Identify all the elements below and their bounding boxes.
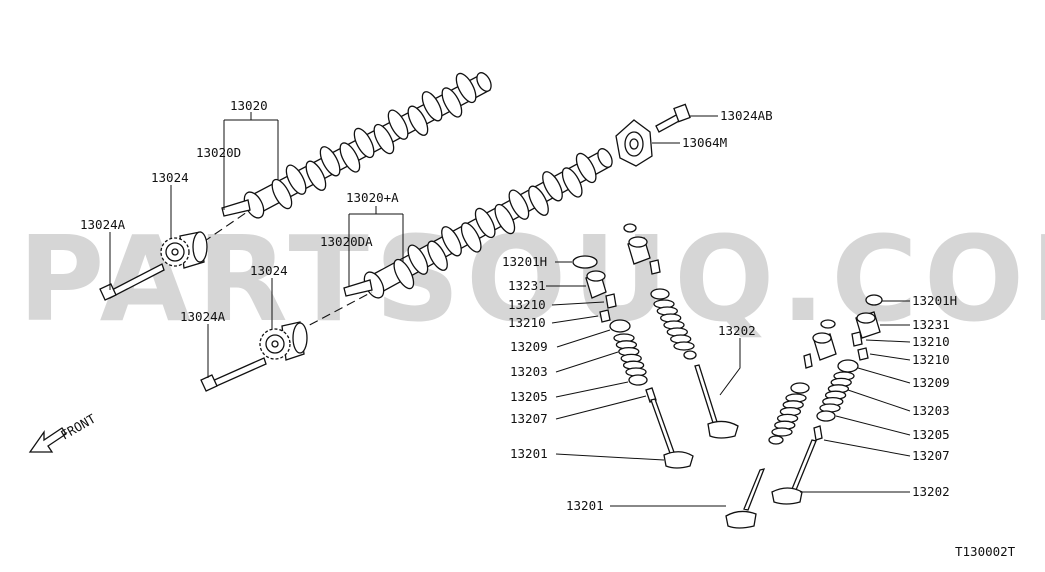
label-13020a: 13020+A [346,190,399,205]
valve-stack-right[interactable] [725,294,883,529]
label-13024a-top: 13024A [80,217,126,232]
label-13201-middle: 13201 [566,498,604,513]
label-13203-left: 13203 [510,364,548,379]
valve-stack-left[interactable] [572,255,694,469]
cam-lobe [407,105,429,136]
cam-lobe [474,207,496,239]
label-13203-right: 13203 [912,403,950,418]
front-label: FRONT [58,411,98,443]
cam-lobe [441,226,462,257]
cam-lobe [494,203,516,235]
label-13205-right: 13205 [912,427,950,442]
label-13210a-right: 13210 [912,334,950,349]
cam-lobe [353,127,375,159]
label-13205-left: 13205 [510,389,548,404]
label-13201h-right: 13201H [912,293,957,308]
cam-lobe [528,185,549,216]
spring-coil [771,427,793,437]
cam-lobe [561,167,583,198]
label-13020d: 13020D [196,145,241,160]
valve-stack-middle[interactable] [623,223,739,439]
cam-lobe [271,178,293,210]
cam-lobe [421,91,443,122]
cam-lobe [575,152,597,184]
label-13207-left: 13207 [510,411,548,426]
label-13202-right: 13202 [912,484,950,499]
cam-lobe [387,109,409,140]
label-13209-left: 13209 [510,339,548,354]
bolt-13024ab[interactable] [655,103,691,133]
sprocket-upper[interactable] [160,231,208,269]
camshaft-lower[interactable] [343,146,615,301]
label-13202-middle: 13202 [718,323,756,338]
label-13209-right: 13209 [912,375,950,390]
cam-lobe [319,146,341,177]
cam-lobe [441,87,463,118]
label-13020da: 13020DA [320,234,373,249]
label-13210a-left: 13210 [508,297,546,312]
bolt-upper[interactable] [99,263,165,301]
cam-lobe [460,222,482,253]
label-13210b-right: 13210 [912,352,950,367]
label-13210b-left: 13210 [508,315,546,330]
leader-lines [109,112,911,507]
front-arrow-icon [28,427,67,453]
cam-lobe [373,123,395,155]
camshaft-upper[interactable] [221,70,494,221]
cam-lobe [427,240,448,271]
label-13024-top: 13024 [151,170,189,185]
sprocket-lower[interactable] [259,321,308,361]
label-13064m: 13064M [682,135,727,150]
cam-lobe [285,164,307,195]
label-13020: 13020 [230,98,268,113]
label-13207-right: 13207 [912,448,950,463]
label-13201-left: 13201 [510,446,548,461]
label-13201h-left: 13201H [502,254,547,269]
label-13231-left: 13231 [508,278,546,293]
cam-lobe [455,72,477,104]
cam-lobe [305,160,327,191]
cam-lobe [542,171,563,202]
cam-lobe [407,244,429,275]
pulley-13064m[interactable] [615,119,653,167]
cam-lobe [339,142,361,173]
label-13024-bottom: 13024 [250,263,288,278]
diagram-code: T130002T [955,544,1016,559]
label-13024ab: 13024AB [720,108,773,123]
label-13024a-bottom: 13024A [180,309,226,324]
bolt-lower[interactable] [200,357,267,392]
cam-lobe [393,258,415,290]
cam-lobe [508,189,530,220]
spring-coil [673,341,695,351]
label-13231-right: 13231 [912,317,950,332]
